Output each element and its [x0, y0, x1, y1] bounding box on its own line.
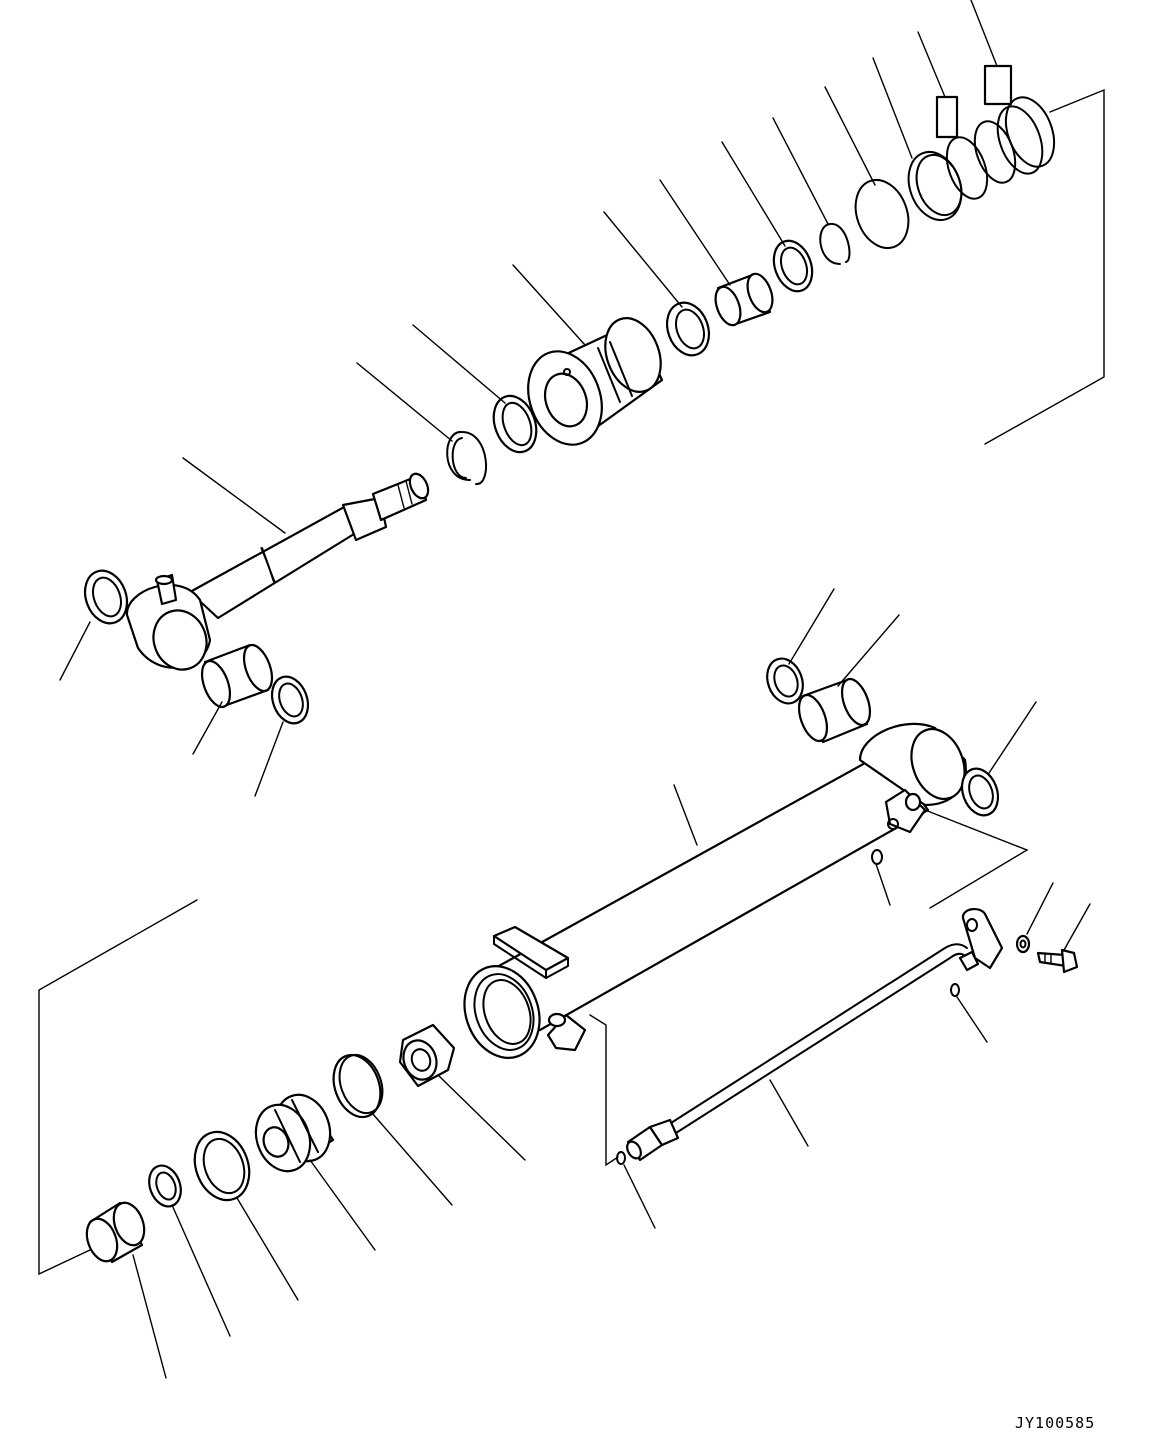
rod-assembly-group: [60, 0, 1104, 796]
rod-end-bushing[interactable]: [197, 641, 278, 710]
head-wear-ring[interactable]: [660, 297, 716, 361]
piston-ring-1[interactable]: [939, 132, 995, 204]
piston-ring-3[interactable]: [989, 100, 1051, 179]
pipe-clamp[interactable]: [963, 909, 1002, 968]
o-ring-port-bottom[interactable]: [872, 850, 882, 864]
o-ring-head-2[interactable]: [900, 145, 971, 228]
piston-ring-small[interactable]: [144, 1161, 187, 1211]
leader-lines-lower: [133, 589, 1090, 1378]
bolt[interactable]: [1038, 950, 1077, 972]
rod-seal[interactable]: [486, 390, 543, 458]
head-bushing[interactable]: [711, 270, 777, 328]
set-tag-2: [985, 66, 1011, 104]
piston-collar[interactable]: [81, 1199, 149, 1266]
piston-rod[interactable]: [127, 471, 432, 677]
hydraulic-pipe[interactable]: [624, 944, 978, 1161]
drawing-reference-code: JY100585: [1015, 1414, 1095, 1432]
buffer-ring[interactable]: [767, 235, 819, 296]
bottom-dust-seal-right[interactable]: [956, 764, 1004, 821]
piston-seal[interactable]: [186, 1124, 259, 1208]
cylinder-tube[interactable]: [452, 722, 974, 1069]
piston-ring-4[interactable]: [997, 91, 1063, 174]
snap-ring-head[interactable]: [820, 224, 849, 264]
cylinder-head[interactable]: [516, 310, 671, 455]
piston-wear-ring[interactable]: [325, 1048, 390, 1123]
upper-group-bracket: [985, 90, 1104, 444]
snap-ring-rod[interactable]: [447, 432, 486, 484]
o-ring-port-head[interactable]: [617, 1152, 625, 1164]
lower-group-bracket: [39, 900, 197, 1274]
set-tag-1: [937, 97, 957, 137]
pipe-bracket-lines: [925, 810, 1027, 908]
leader-lines-upper: [60, 0, 997, 796]
piston-nut[interactable]: [398, 1025, 454, 1086]
cylinder-tube-group: [39, 589, 1090, 1378]
bottom-bushing[interactable]: [794, 675, 876, 744]
rod-end-dust-seal-left[interactable]: [78, 565, 134, 629]
bottom-dust-seal-left[interactable]: [761, 654, 809, 709]
piston[interactable]: [247, 1087, 339, 1179]
washer[interactable]: [1017, 936, 1029, 952]
o-ring-clamp[interactable]: [951, 984, 959, 996]
o-ring-head-1[interactable]: [847, 173, 918, 256]
rod-end-dust-seal-right[interactable]: [266, 672, 314, 729]
